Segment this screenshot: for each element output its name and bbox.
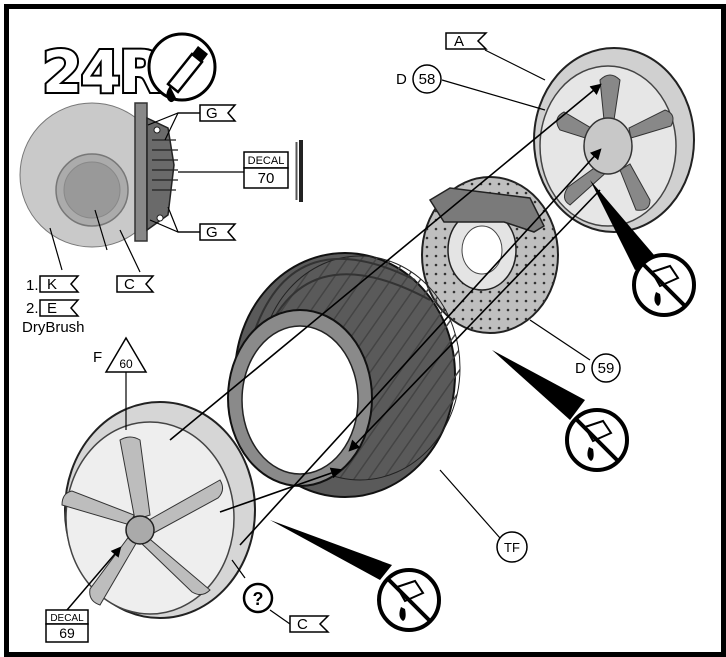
- tag-g-lower: G: [199, 223, 237, 241]
- svg-text:TF: TF: [504, 540, 520, 555]
- rear-wheel: [533, 47, 695, 233]
- question-icon: ?: [242, 582, 274, 614]
- tag-c-hub: C: [116, 275, 155, 293]
- decal-70-box: DECAL 70: [243, 151, 289, 189]
- svg-text:58: 58: [419, 71, 436, 88]
- svg-text:?: ?: [253, 589, 264, 609]
- tag-g-upper: G: [199, 104, 237, 122]
- svg-text:G: G: [206, 105, 218, 122]
- svg-text:69: 69: [59, 625, 75, 641]
- svg-text:70: 70: [258, 170, 275, 187]
- part-tf: TF: [496, 531, 528, 563]
- paint-step-1: 1. K: [26, 275, 80, 294]
- svg-text:2.: 2.: [26, 300, 39, 317]
- no-glue-icon: [590, 180, 696, 317]
- svg-text:F: F: [93, 349, 102, 366]
- decal-69-box: DECAL 69: [45, 609, 89, 643]
- no-glue-icon: [492, 350, 629, 472]
- svg-text:E: E: [47, 300, 57, 317]
- tire: [227, 252, 461, 498]
- svg-text:K: K: [47, 276, 57, 293]
- brake-disc: [421, 176, 559, 334]
- svg-text:C: C: [297, 616, 308, 633]
- svg-text:DECAL: DECAL: [248, 155, 285, 167]
- svg-text:D: D: [575, 360, 586, 377]
- part-d59: D 59: [575, 353, 621, 383]
- svg-text:A: A: [454, 33, 464, 50]
- step-number: 24R: [42, 38, 163, 106]
- instruction-frame: [4, 4, 726, 657]
- assembly-guides: [169, 83, 602, 546]
- svg-text:60: 60: [119, 357, 133, 371]
- svg-text:C: C: [124, 276, 135, 293]
- caliper-detail: [19, 102, 178, 248]
- tag-a: A: [445, 32, 488, 50]
- part-d58: D 58: [396, 64, 442, 94]
- svg-text:DECAL: DECAL: [50, 613, 84, 624]
- glue-tube-icon: [147, 32, 217, 103]
- part-f60: F 60: [93, 336, 148, 430]
- front-wheel: [61, 401, 256, 619]
- paint-step-2: 2. E DryBrush: [22, 299, 85, 336]
- tag-c-front: C: [289, 615, 330, 633]
- svg-text:DryBrush: DryBrush: [22, 319, 85, 336]
- svg-text:G: G: [206, 224, 218, 241]
- svg-text:59: 59: [598, 360, 615, 377]
- brand-decal: [294, 138, 304, 206]
- svg-text:D: D: [396, 71, 407, 88]
- svg-text:1.: 1.: [26, 277, 39, 294]
- no-glue-icon: [270, 520, 441, 632]
